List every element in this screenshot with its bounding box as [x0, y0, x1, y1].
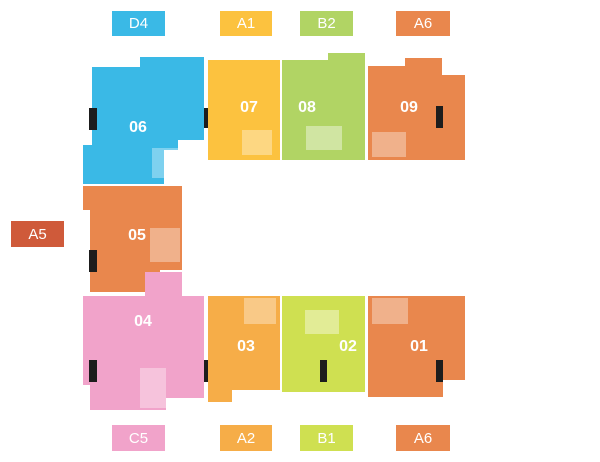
unit-05[interactable]: 05 [83, 186, 182, 292]
unit-08-bath [306, 126, 342, 150]
unit-06-door-2 [204, 108, 211, 128]
unit-07[interactable]: 07 [208, 60, 280, 160]
unit-09-door [436, 106, 443, 128]
unit-06[interactable]: 06 [83, 57, 211, 184]
unit-02-shape [282, 296, 365, 392]
type-tag-bottom-4[interactable]: A6 [396, 425, 450, 451]
unit-02[interactable]: 02 [282, 296, 365, 392]
unit-07-label: 07 [240, 99, 258, 116]
type-tag-left[interactable]: A5 [11, 221, 64, 247]
unit-08-label: 08 [298, 99, 316, 116]
unit-09-label: 09 [400, 99, 418, 116]
unit-08-shape [282, 53, 365, 160]
type-tag-top-1[interactable]: D4 [112, 11, 165, 36]
unit-08[interactable]: 08 [282, 53, 365, 160]
type-tag-top-3[interactable]: B2 [300, 11, 353, 36]
type-tag-top-2[interactable]: A1 [220, 11, 272, 36]
unit-01[interactable]: 01 [368, 296, 465, 397]
unit-04-door-2 [204, 360, 211, 382]
unit-03[interactable]: 03 [208, 296, 280, 402]
unit-04-bath [140, 368, 166, 408]
unit-05-shape [83, 186, 182, 292]
type-tag-bottom-1[interactable]: C5 [112, 425, 165, 451]
unit-07-shape [208, 60, 280, 160]
unit-04-door [89, 360, 97, 382]
unit-06-bath [152, 148, 180, 178]
unit-05-label: 05 [128, 227, 146, 244]
unit-09-shape [368, 58, 465, 160]
unit-03-shape [208, 296, 280, 402]
unit-03-label: 03 [237, 338, 255, 355]
unit-04-shape [83, 272, 204, 410]
unit-04-label: 04 [134, 313, 152, 330]
unit-02-door [320, 360, 327, 382]
unit-02-label: 02 [339, 338, 357, 355]
unit-02-bath [305, 310, 339, 334]
unit-09[interactable]: 09 [368, 58, 465, 160]
type-tag-bottom-2[interactable]: A2 [220, 425, 272, 451]
unit-01-bath [372, 298, 408, 324]
unit-09-bath [372, 132, 406, 157]
unit-06-label: 06 [129, 119, 147, 136]
unit-03-bath [244, 298, 276, 324]
type-tag-bottom-3[interactable]: B1 [300, 425, 353, 451]
unit-05-door [89, 250, 97, 272]
unit-07-bath [242, 130, 272, 155]
unit-06-door [89, 108, 97, 130]
unit-01-door [436, 360, 443, 382]
type-tag-top-4[interactable]: A6 [396, 11, 450, 36]
unit-01-label: 01 [410, 338, 428, 355]
unit-04[interactable]: 04 [83, 272, 211, 410]
unit-05-bath [150, 228, 180, 262]
unit-06-shape [83, 57, 204, 184]
